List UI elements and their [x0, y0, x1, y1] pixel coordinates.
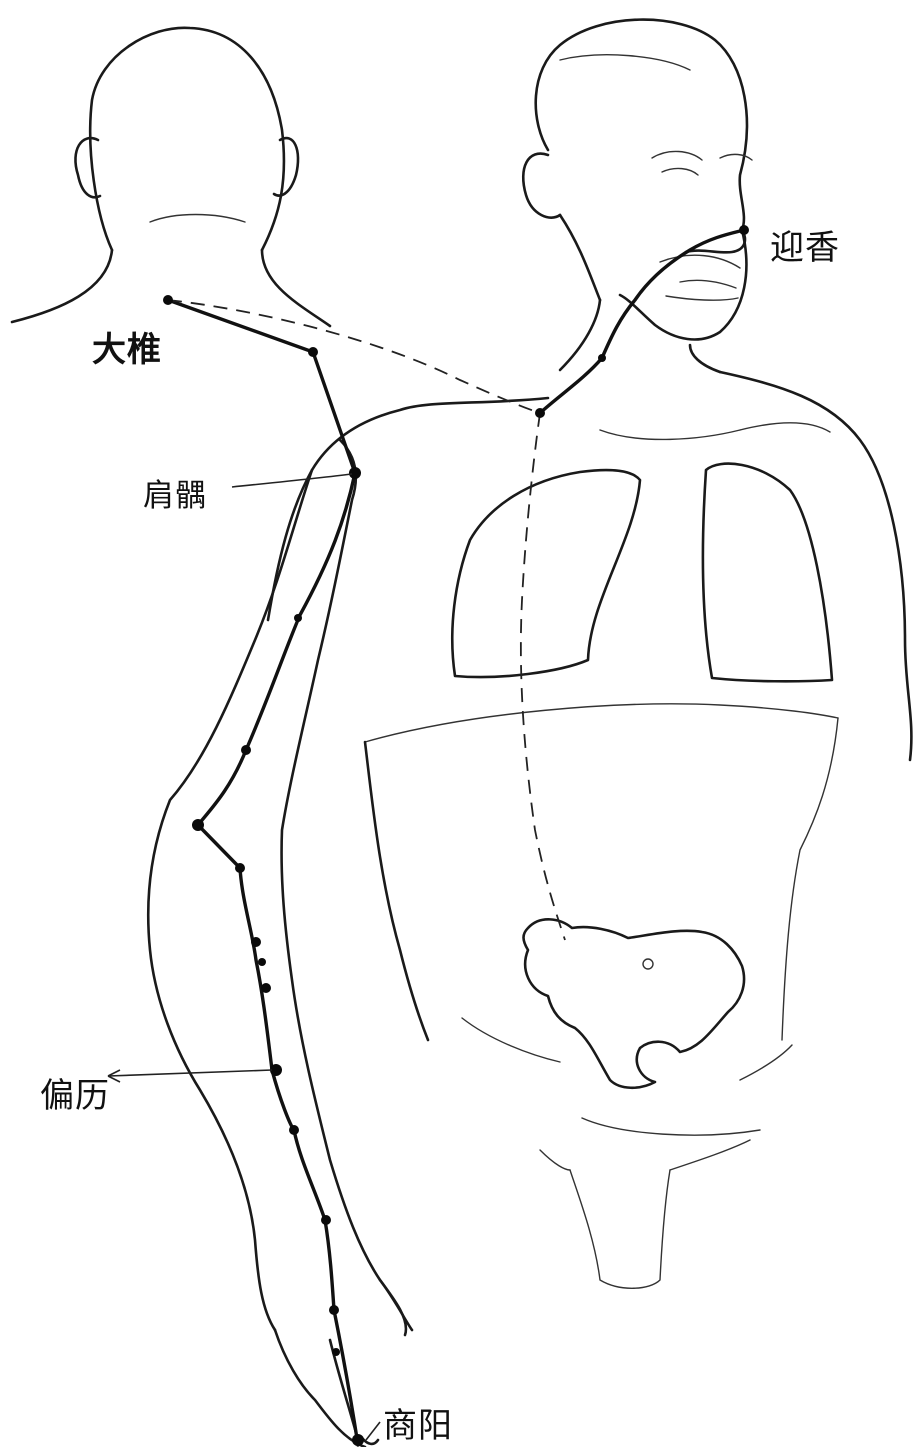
acupoint-elbow-upper	[241, 745, 251, 755]
label-dazhui: 大椎	[92, 322, 162, 371]
acupoint-dazhui	[163, 295, 173, 305]
acupoint-shangyang	[352, 1434, 364, 1446]
acupoint-shoulder-upper	[308, 347, 318, 357]
acupoint-neck	[598, 354, 606, 362]
acupoint-hand-1	[321, 1215, 331, 1225]
label-yingxiang: 迎香	[770, 220, 840, 269]
label-pianli: 偏历	[40, 1068, 110, 1117]
acupoint-forearm-2	[251, 937, 261, 947]
acupoint-forearm-4	[261, 983, 271, 993]
acupoint-forearm-3	[258, 958, 266, 966]
label-jianyu: 肩髃	[143, 470, 207, 515]
acupoint-forearm-1	[235, 863, 245, 873]
leader-lines	[108, 474, 380, 1440]
acupoint-hand-2	[329, 1305, 339, 1315]
acupoint-hand-3	[332, 1348, 340, 1356]
acupoint-wrist	[289, 1125, 299, 1135]
label-shangyang: 商阳	[383, 1398, 453, 1447]
acupoint-upper-arm	[294, 614, 302, 622]
acupoint-elbow	[192, 819, 204, 831]
acupoint-yingxiang	[739, 225, 749, 235]
back-view-figure	[12, 28, 330, 326]
acupoint-supraclavicular	[535, 408, 545, 418]
meridian-line	[168, 230, 744, 1445]
acupoint-jianyu	[349, 467, 361, 479]
